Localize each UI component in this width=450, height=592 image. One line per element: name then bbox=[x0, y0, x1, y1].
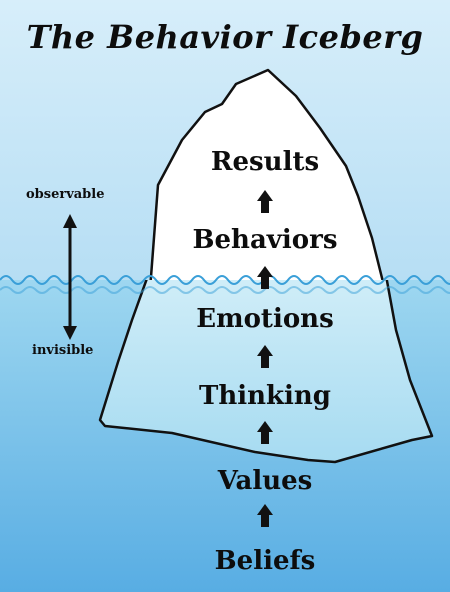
iceberg-below-water bbox=[98, 280, 434, 464]
level-arrow bbox=[257, 266, 273, 289]
iceberg-above-water bbox=[149, 68, 384, 280]
level-beliefs: Beliefs bbox=[214, 546, 316, 576]
level-arrow bbox=[257, 504, 273, 527]
level-thinking: Thinking bbox=[198, 381, 331, 411]
level-arrow bbox=[257, 421, 273, 444]
invisible-label: invisible bbox=[32, 343, 94, 358]
level-emotions: Emotions bbox=[196, 304, 334, 334]
waterline-waves bbox=[0, 275, 450, 294]
level-arrow bbox=[257, 190, 273, 213]
diagram-title: The Behavior Iceberg bbox=[26, 18, 424, 56]
observable-invisible-arrow bbox=[63, 214, 77, 340]
level-behaviors: Behaviors bbox=[192, 225, 338, 255]
level-results: Results bbox=[210, 147, 320, 177]
observable-label: observable bbox=[26, 187, 105, 202]
level-arrow bbox=[257, 345, 273, 368]
level-values: Values bbox=[217, 466, 313, 496]
